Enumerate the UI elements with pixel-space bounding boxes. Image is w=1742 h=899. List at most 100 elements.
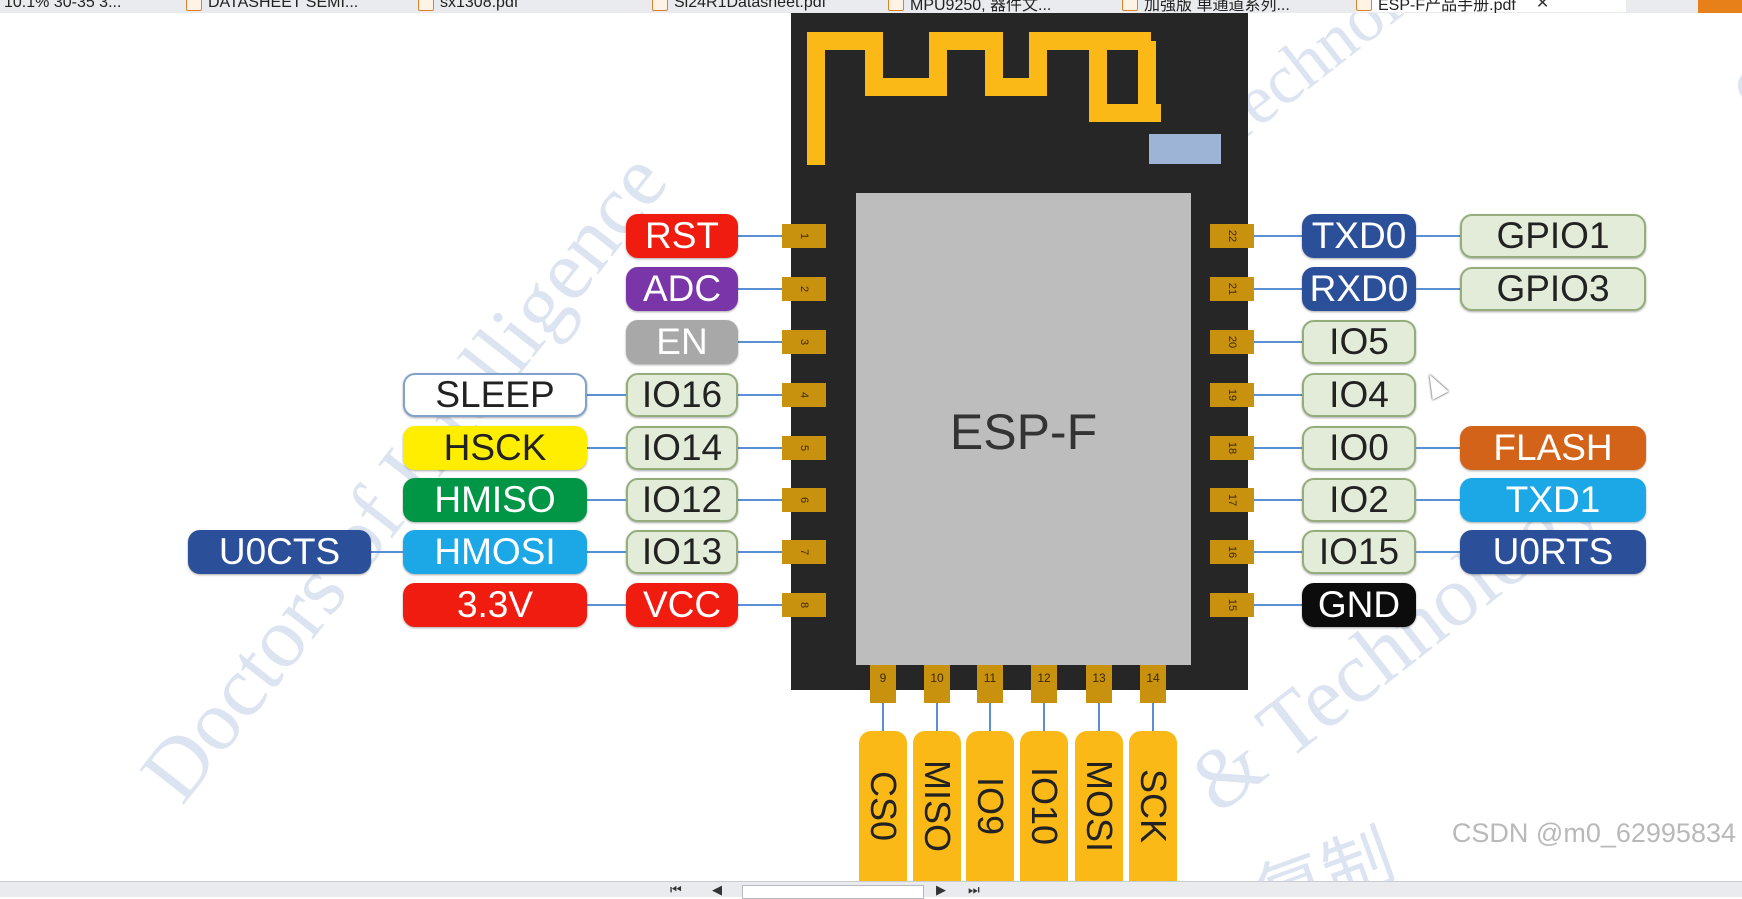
pin-pad-2: 2 [782,277,826,301]
pin-wire [1416,551,1460,553]
pcb-antenna [807,32,1161,165]
pdf-icon [888,0,904,11]
pin-wire [737,341,782,343]
mouse-cursor [1421,370,1449,400]
pin-function-hsck: HSCK [403,426,587,470]
pin-pad-1: 1 [782,224,826,248]
pin-pad-10: 10 [924,665,950,703]
prev-page-icon[interactable]: ◀ [712,882,722,897]
pin-pad-13: 13 [1086,665,1112,703]
pin-pad-22: 22 [1210,224,1254,248]
pin-label-miso: MISO [913,731,961,881]
pdf-icon [1122,0,1138,11]
pin-label-io13: IO13 [626,530,738,574]
pin-pad-3: 3 [782,330,826,354]
pin-pad-9: 9 [870,665,896,703]
pdf-icon [1356,0,1372,11]
pin-wire [1254,235,1302,237]
pin-wire [1416,447,1460,449]
pin-function-sleep: SLEEP [403,373,587,417]
tab-1[interactable]: DATASHEET SEMI... [186,0,358,12]
pin-label-mosi: MOSI [1075,731,1123,881]
pin-wire [584,551,626,553]
pin-label-io0: IO0 [1302,426,1416,470]
pin-wire [1254,499,1302,501]
pin-label-cs0: CS0 [859,731,907,881]
rf-shield [856,193,1191,665]
pin-pad-17: 17 [1210,488,1254,512]
pin-function-gpio1: GPIO1 [1460,214,1646,258]
pin-pad-12: 12 [1031,665,1057,703]
pin-function-flash: FLASH [1460,426,1646,470]
pin-pad-7: 7 [782,540,826,564]
last-page-icon[interactable]: ⏭ [968,882,980,897]
pdf-icon [186,0,202,11]
csdn-credit: CSDN @m0_62995834 [1451,818,1736,848]
pin-label-txd0: TXD0 [1302,214,1416,258]
pin-wire [1254,341,1302,343]
pin-pad-18: 18 [1210,436,1254,460]
pin-pad-14: 14 [1140,665,1166,703]
pin-wire [737,394,782,396]
window-action-button[interactable] [1698,0,1742,13]
first-page-icon[interactable]: ⏮ [670,882,682,897]
pin-wire [1152,703,1154,731]
pin-wire [737,235,782,237]
pin-pad-6: 6 [782,488,826,512]
pin-label-rxd0: RXD0 [1302,267,1416,311]
tab-5[interactable]: 加强版 单通道系列... [1122,0,1290,13]
pin-wire [737,288,782,290]
pdf-icon [652,0,668,11]
pin-label-vcc: VCC [626,583,738,627]
pin-function-u0rts: U0RTS [1460,530,1646,574]
pin-wire [989,703,991,731]
pin-wire [882,703,884,731]
pin-wire [1254,604,1302,606]
pdf-icon [418,0,434,11]
pin-wire [584,604,626,606]
next-page-icon[interactable]: ▶ [936,882,946,897]
pin-function-hmiso: HMISO [403,478,587,522]
pin-function-3-3v: 3.3V [403,583,587,627]
pin-function-txd1: TXD1 [1460,478,1646,522]
tab-bar: 10.1% 30-35 3... DATASHEET SEMI... sx130… [0,0,1742,14]
pin-label-io15: IO15 [1302,530,1416,574]
pin-pad-8: 8 [782,593,826,617]
pin-wire [1416,288,1460,290]
document-viewer: Doctors of Intelligence & Technology Tec… [0,13,1742,881]
pin-wire [737,499,782,501]
pin-label-io2: IO2 [1302,478,1416,522]
pin-pad-11: 11 [977,665,1003,703]
pin-wire [1416,499,1460,501]
pin-label-io9: IO9 [966,731,1014,881]
watermark: Doctors of Intelligence [121,134,686,819]
pin-pad-21: 21 [1210,277,1254,301]
pin-wire [370,551,403,553]
pin-wire [1254,447,1302,449]
pin-pad-5: 5 [782,436,826,460]
pin-wire [1254,551,1302,553]
pin-label-io5: IO5 [1302,320,1416,364]
pin-pad-20: 20 [1210,330,1254,354]
pin-wire [1254,394,1302,396]
watermark: Co. [1720,21,1742,126]
pin-label-io4: IO4 [1302,373,1416,417]
pin-label-io12: IO12 [626,478,738,522]
tab-3[interactable]: Si24R1Datasheet.pdf [652,0,826,12]
pin-pad-15: 15 [1210,593,1254,617]
pin-function-gpio3: GPIO3 [1460,267,1646,311]
tab-2[interactable]: sx1308.pdf [418,0,518,12]
page-number-input[interactable] [742,885,924,899]
pin-pad-19: 19 [1210,383,1254,407]
pin-wire [1098,703,1100,731]
pin-wire [584,499,626,501]
pin-wire [584,447,626,449]
pin-wire [737,551,782,553]
tab-0[interactable]: 10.1% 30-35 3... [4,0,122,11]
close-tab-icon[interactable]: ✕ [1535,0,1550,12]
pin-function-hmosi: HMOSI [403,530,587,574]
tab-active[interactable]: ESP-F产品手册.pdf✕ [1356,0,1626,13]
tab-4[interactable]: MPU9250, 器件文... [888,0,1051,13]
bottom-toolbar: ⏮ ◀ ▶ ⏭ [0,881,1742,899]
pin-wire [1416,235,1460,237]
